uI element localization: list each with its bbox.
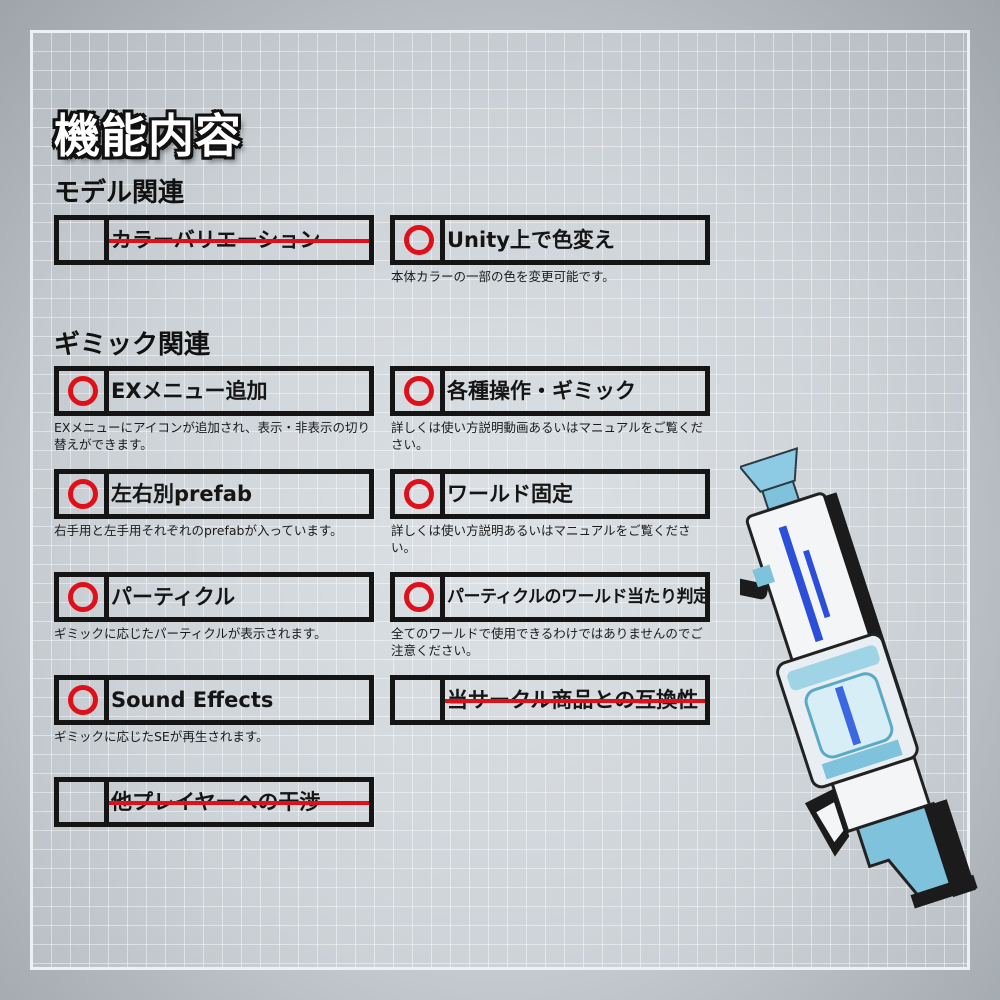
feature-description: 全てのワールドで使用できるわけではありませんのでご注意ください。 — [391, 626, 703, 658]
check-mark-box — [395, 220, 445, 260]
circle-mark-icon — [404, 479, 434, 509]
feature-label: パーティクル — [111, 585, 236, 609]
circle-mark-icon — [68, 582, 98, 612]
feature-description: ギミックに応じたSEが再生されます。 — [54, 729, 269, 744]
check-mark-box — [59, 371, 109, 411]
strike-line — [445, 699, 705, 703]
circle-mark-icon — [68, 685, 98, 715]
feature-box-lr-prefab: 左右別prefab — [54, 469, 374, 519]
feature-label: EXメニュー追加 — [111, 379, 268, 403]
feature-label: Sound Effects — [111, 688, 274, 712]
feature-description: 詳しくは使い方説明動画あるいはマニュアルをご覧ください。 — [391, 420, 704, 452]
feature-box-ex-menu: EXメニュー追加 — [54, 366, 374, 416]
feature-label: ワールド固定 — [447, 482, 573, 506]
feature-box-compatibility: 当サークル商品との互換性 — [390, 675, 710, 725]
section-heading-gimmick: ギミック関連 — [54, 330, 211, 360]
check-mark-box — [59, 577, 109, 617]
circle-mark-icon — [404, 582, 434, 612]
check-empty-box — [59, 782, 109, 822]
feature-box-color-variation: カラーバリエーション — [54, 215, 374, 265]
circle-mark-icon — [68, 376, 98, 406]
circle-mark-icon — [68, 479, 98, 509]
feature-box-particle: パーティクル — [54, 572, 374, 622]
feature-description: 右手用と左手用それぞれのprefabが入っています。 — [54, 523, 343, 538]
circle-mark-icon — [404, 376, 434, 406]
check-empty-box — [59, 220, 109, 260]
feature-label: 左右別prefab — [111, 482, 252, 506]
check-mark-box — [395, 474, 445, 514]
strike-line — [109, 239, 369, 243]
check-mark-box — [59, 680, 109, 720]
circle-mark-icon — [404, 225, 434, 255]
check-mark-box — [59, 474, 109, 514]
check-mark-box — [395, 371, 445, 411]
feature-description: ギミックに応じたパーティクルが表示されます。 — [54, 626, 327, 641]
feature-box-world-fixed: ワールド固定 — [390, 469, 710, 519]
check-mark-box — [395, 577, 445, 617]
check-empty-box — [395, 680, 445, 720]
feature-description: 本体カラーの一部の色を変更可能です。 — [391, 269, 615, 284]
page-title: 機能内容 — [54, 109, 242, 163]
feature-box-player-interference: 他プレイヤーへの干渉 — [54, 777, 374, 827]
feature-label: Unity上で色変え — [447, 228, 615, 252]
feature-box-unity-color: Unity上で色変え — [390, 215, 710, 265]
strike-line — [109, 801, 369, 805]
section-heading-model: モデル関連 — [54, 178, 185, 208]
feature-description: EXメニューにアイコンが追加され、表示・非表示の切り替えができます。 — [54, 420, 370, 452]
feature-box-sound-effects: Sound Effects — [54, 675, 374, 725]
feature-box-operations: 各種操作・ギミック — [390, 366, 710, 416]
feature-label: 各種操作・ギミック — [447, 379, 636, 403]
feature-label: パーティクルのワールド当たり判定 — [447, 587, 710, 607]
blaster-illustration — [740, 447, 978, 909]
feature-box-particle-collision: パーティクルのワールド当たり判定 — [390, 572, 710, 622]
feature-description: 詳しくは使い方説明あるいはマニュアルをご覧ください。 — [391, 523, 691, 555]
